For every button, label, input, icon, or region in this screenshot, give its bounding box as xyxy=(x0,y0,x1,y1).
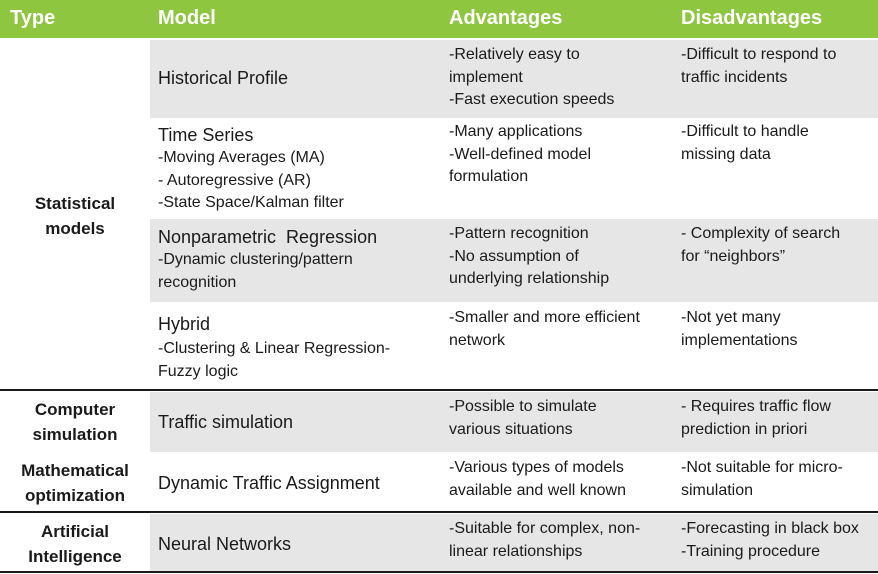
text-line: - Complexity of search xyxy=(681,225,841,242)
row-band-historical xyxy=(150,40,878,118)
table-bottom-rule xyxy=(0,571,878,573)
advantages-cell: -Suitable for complex, non- linear relat… xyxy=(449,518,640,563)
text-line: simulation xyxy=(681,481,754,499)
text-line: -Fast execution speeds xyxy=(449,91,615,108)
advantages-cell: -Many applications -Well-defined model f… xyxy=(449,121,591,189)
text-line: -Not suitable for micro- xyxy=(681,459,843,476)
model-title: Nonparametric Regression xyxy=(158,227,378,247)
text-line: -Many applications xyxy=(449,123,583,140)
model-detail: recognition xyxy=(158,273,237,291)
model-title: Time Series xyxy=(158,125,254,145)
disadvantages-cell: -Not yet many implementations xyxy=(681,307,798,352)
advantages-cell: -Pattern recognition -No assumption of u… xyxy=(449,223,609,291)
group-divider xyxy=(0,511,878,513)
disadvantages-cell: - Complexity of search for “neighbors” xyxy=(681,223,840,268)
disadvantages-cell: -Difficult to handle missing data xyxy=(681,121,809,166)
type-math-optimization: Mathematical optimization xyxy=(21,461,129,505)
text-line: -Difficult to respond to xyxy=(681,46,837,63)
disadvantages-cell: -Difficult to respond to traffic inciden… xyxy=(681,44,836,89)
model-cell: Time Series -Moving Averages (MA) - Auto… xyxy=(158,123,344,215)
row-band-hybrid xyxy=(150,302,878,390)
disadvantages-cell: -Not suitable for micro- simulation xyxy=(681,457,843,502)
text-line: implement xyxy=(449,68,523,86)
type-statistical: Statistical models xyxy=(34,194,116,238)
row-band-dta xyxy=(150,452,878,512)
row-band-timeseries xyxy=(150,118,878,219)
row-band-nonparametric xyxy=(150,219,878,302)
text-line: -Difficult to handle xyxy=(681,123,809,140)
text-line: -Smaller and more efficient xyxy=(449,309,640,326)
model-detail: -Moving Averages (MA) xyxy=(158,149,325,166)
text-line: -Suitable for complex, non- xyxy=(449,520,641,537)
text-line: formulation xyxy=(449,168,529,185)
text-line: network xyxy=(449,331,506,349)
header-type: Type xyxy=(10,7,56,29)
row-band-simulation xyxy=(150,392,878,452)
advantages-cell: -Relatively easy to implement -Fast exec… xyxy=(449,44,614,112)
header-model: Model xyxy=(158,7,216,29)
text-line: -Pattern recognition xyxy=(449,225,589,242)
text-line: -Possible to simulate xyxy=(449,398,597,415)
model-detail: - Autoregressive (AR) xyxy=(158,171,311,189)
advantages-cell: -Various types of models available and w… xyxy=(449,457,626,502)
text-line: -Training procedure xyxy=(681,542,821,560)
model-cell: Nonparametric Regression -Dynamic cluste… xyxy=(158,225,377,294)
text-line: traffic incidents xyxy=(681,68,788,86)
model-detail: -State Space/Kalman filter xyxy=(158,194,344,211)
model-detail: -Dynamic clustering/pattern xyxy=(158,251,353,268)
text-line: linear relationships xyxy=(449,542,583,560)
text-line: various situations xyxy=(449,420,573,438)
text-line: available and well known xyxy=(449,481,626,499)
disadvantages-cell: -Forecasting in black box -Training proc… xyxy=(681,518,859,563)
type-computer-simulation: Computer simulation xyxy=(32,400,118,444)
advantages-cell: -Smaller and more efficient network xyxy=(449,307,640,352)
group-divider xyxy=(0,389,878,391)
text-line: implementations xyxy=(681,331,798,349)
text-line: -Relatively easy to xyxy=(449,46,580,63)
model-detail: Fuzzy logic xyxy=(158,362,239,380)
row-band-neural xyxy=(150,514,878,571)
model-cell: Hybrid -Clustering & Linear Regression- … xyxy=(158,312,390,383)
model-cell: Historical Profile xyxy=(158,68,289,88)
text-line: for “neighbors” xyxy=(681,247,786,265)
model-cell: Dynamic Traffic Assignment xyxy=(158,473,380,493)
disadvantages-cell: - Requires traffic flow prediction in pr… xyxy=(681,396,831,441)
text-line: prediction in priori xyxy=(681,420,808,438)
text-line: -Well-defined model xyxy=(449,145,591,163)
model-cell: Traffic simulation xyxy=(158,412,294,432)
model-title: Hybrid xyxy=(158,314,211,334)
header-advantages: Advantages xyxy=(449,7,563,29)
table-header: Type Model Advantages Disadvantages xyxy=(0,0,878,38)
text-line: underlying relationship xyxy=(449,270,610,287)
text-line: missing data xyxy=(681,145,771,163)
text-line: -Forecasting in black box xyxy=(681,520,859,537)
advantages-cell: -Possible to simulate various situations xyxy=(449,396,597,441)
text-line: -Various types of models xyxy=(449,459,624,476)
text-line: -No assumption of xyxy=(449,247,579,265)
text-line: -Not yet many xyxy=(681,309,781,326)
model-cell: Neural Networks xyxy=(158,534,292,554)
text-line: - Requires traffic flow xyxy=(681,398,831,415)
type-ai: Artificial Intelligence xyxy=(28,522,122,566)
header-disadvantages: Disadvantages xyxy=(681,7,823,29)
model-detail: -Clustering & Linear Regression- xyxy=(158,340,391,357)
